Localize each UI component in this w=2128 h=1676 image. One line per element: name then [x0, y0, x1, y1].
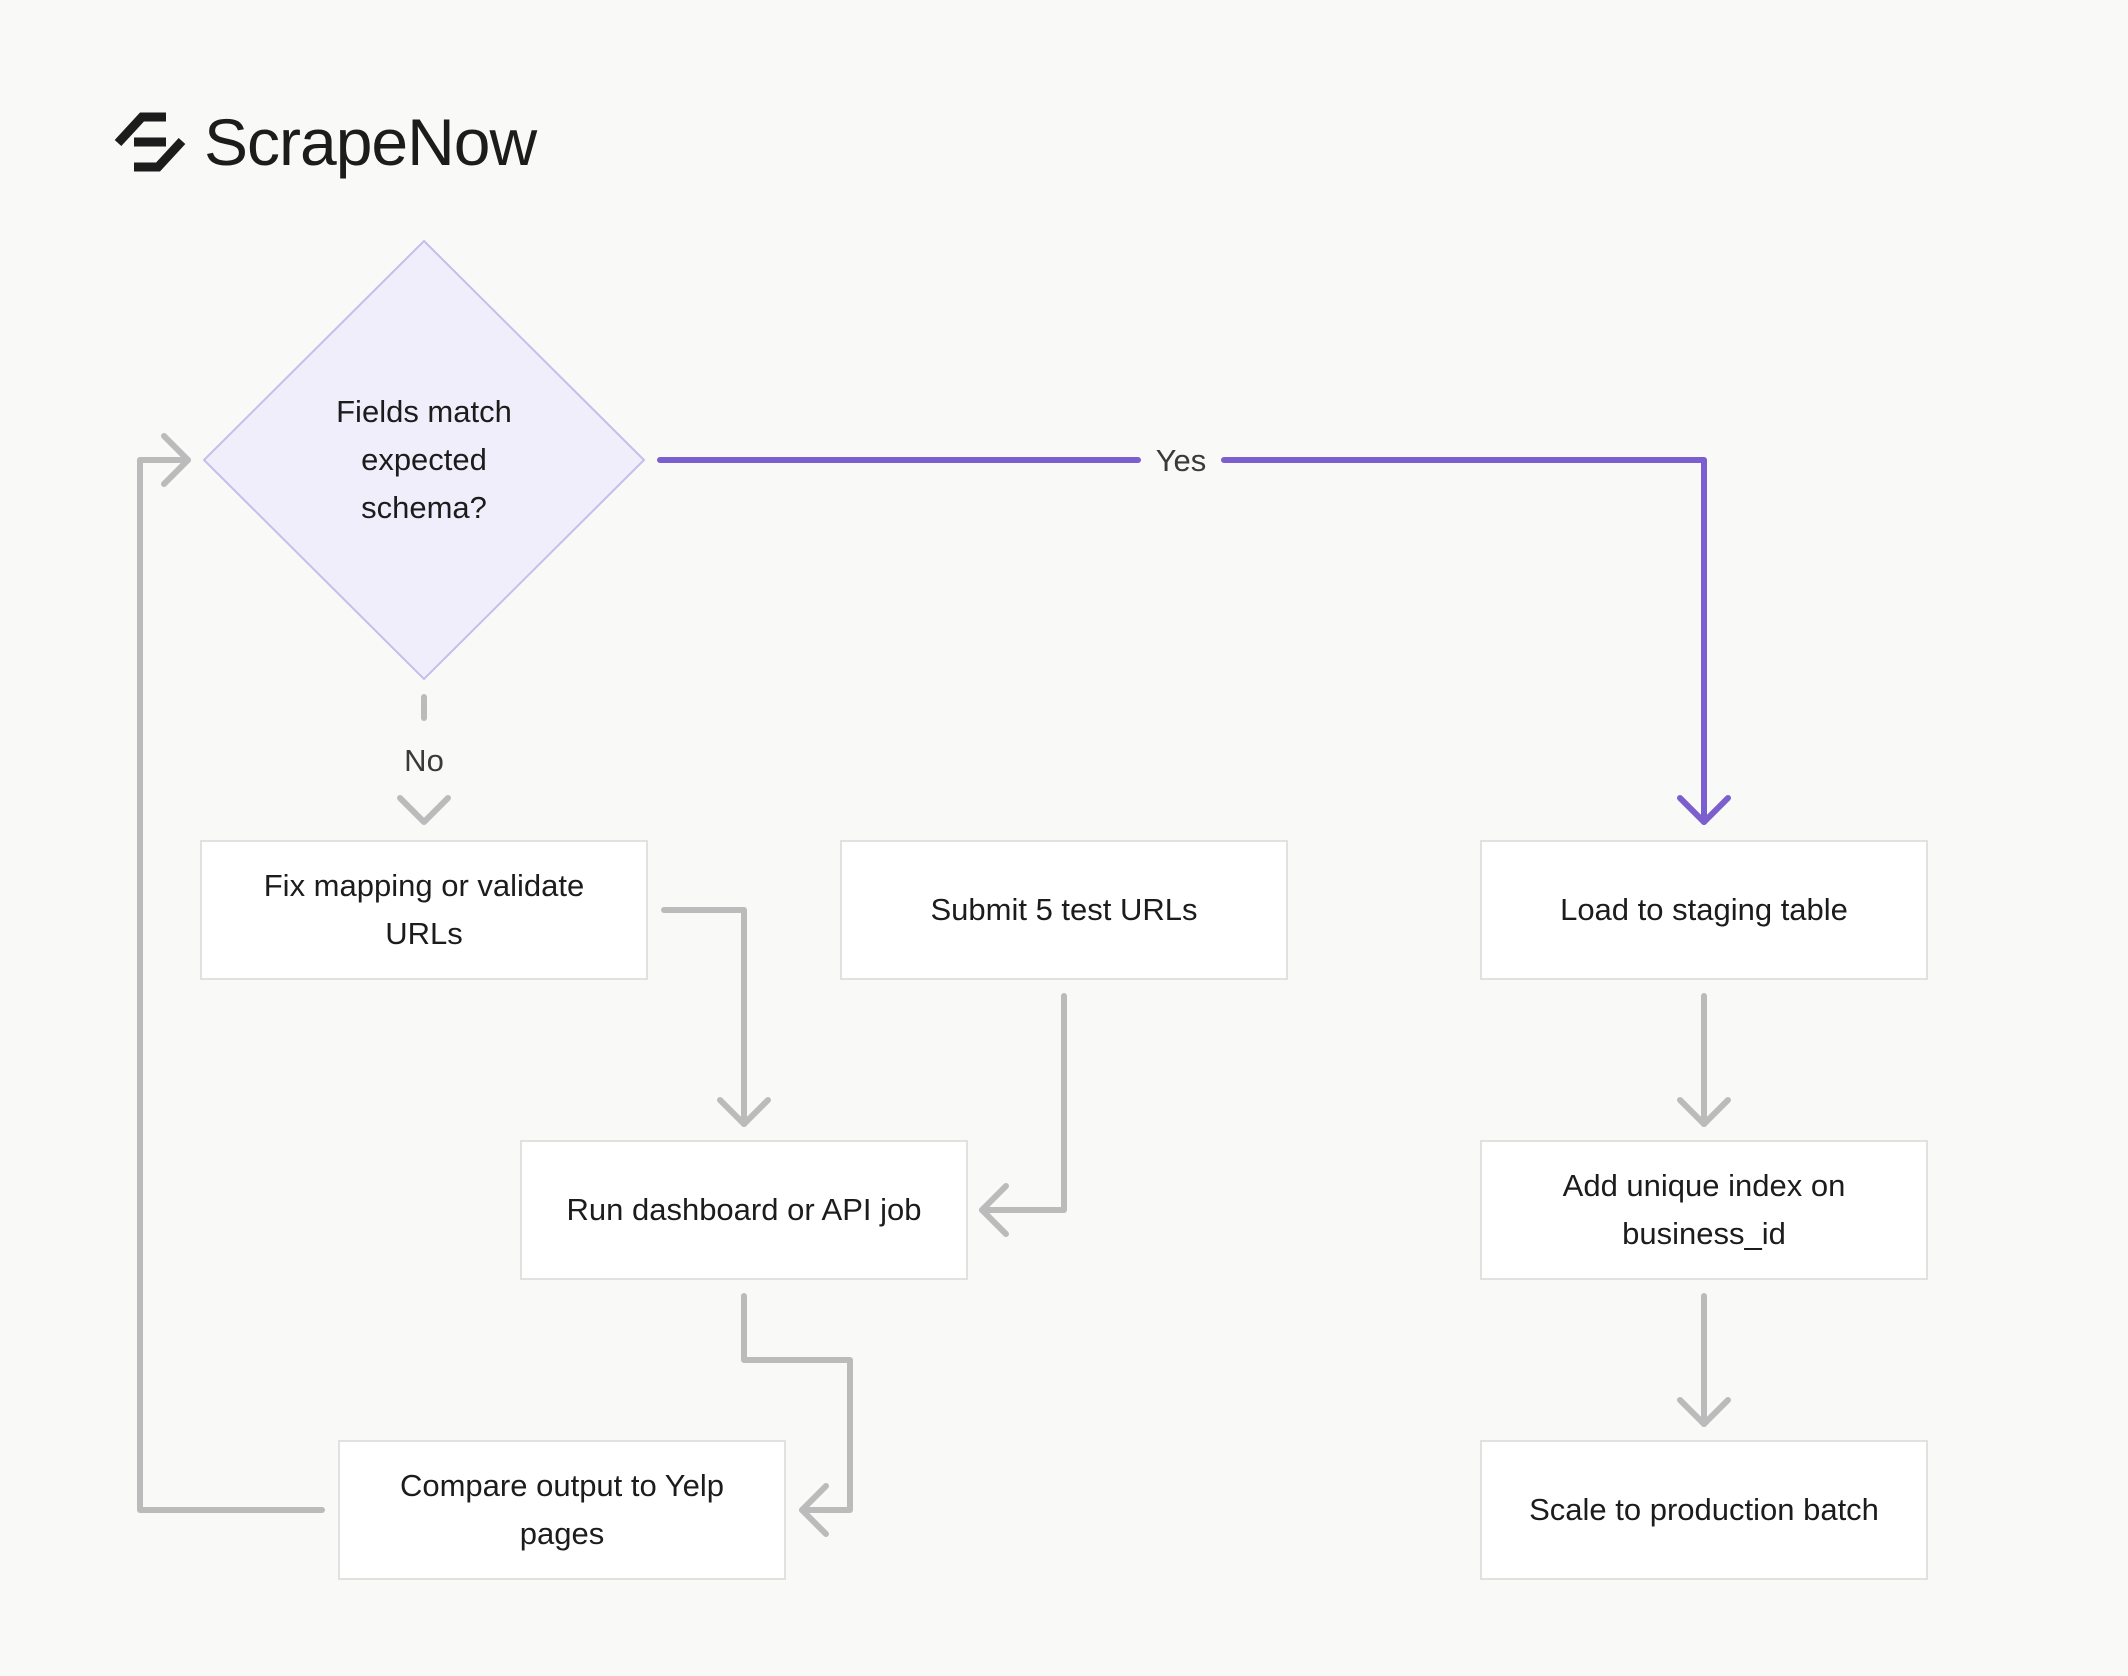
- node-load-staging[interactable]: Load to staging table: [1480, 840, 1928, 980]
- node-scale-production[interactable]: Scale to production batch: [1480, 1440, 1928, 1580]
- decision-line-3: schema?: [361, 490, 487, 525]
- decision-label: Fields match expected schema?: [304, 388, 544, 532]
- node-scale-production-label: Scale to production batch: [1529, 1492, 1879, 1527]
- edge-fix-to-run: [661, 907, 771, 1127]
- node-compare-output-label: Compare output to Yelp pages: [399, 1468, 725, 1551]
- decision-line-2: expected: [361, 442, 487, 477]
- edge-yes: [657, 457, 1731, 825]
- decision-diamond[interactable]: [202, 239, 646, 681]
- edge-label-yes: Yes: [1147, 443, 1215, 479]
- edge-yes-arrowhead: [1677, 795, 1731, 825]
- edge-run-to-compare: [741, 1293, 853, 1537]
- node-add-index[interactable]: Add unique index on business_id: [1480, 1140, 1928, 1280]
- edge-submit-to-run: [979, 993, 1067, 1237]
- node-submit-test-urls-label: Submit 5 test URLs: [930, 892, 1198, 927]
- node-compare-output[interactable]: Compare output to Yelp pages: [338, 1440, 786, 1580]
- brand-logo[interactable]: ScrapeNow: [110, 104, 537, 180]
- node-add-index-label: Add unique index on business_id: [1562, 1168, 1846, 1251]
- node-fix-mapping-label: Fix mapping or validate URLs: [263, 868, 585, 951]
- brand-name: ScrapeNow: [204, 105, 537, 179]
- node-run-job[interactable]: Run dashboard or API job: [520, 1140, 968, 1280]
- edge-index-to-scale: [1677, 1293, 1731, 1427]
- edge-yes-line-right: [1221, 457, 1707, 825]
- edge-staging-to-index: [1677, 993, 1731, 1127]
- edge-compare-to-decision: [137, 433, 325, 1513]
- decision-line-1: Fields match: [336, 394, 512, 429]
- node-fix-mapping[interactable]: Fix mapping or validate URLs: [200, 840, 648, 980]
- edge-no: [397, 694, 451, 825]
- edge-label-no: No: [396, 743, 452, 779]
- node-run-job-label: Run dashboard or API job: [566, 1192, 922, 1227]
- node-load-staging-label: Load to staging table: [1560, 892, 1848, 927]
- scrapenow-logo-icon: [114, 112, 186, 172]
- node-submit-test-urls[interactable]: Submit 5 test URLs: [840, 840, 1288, 980]
